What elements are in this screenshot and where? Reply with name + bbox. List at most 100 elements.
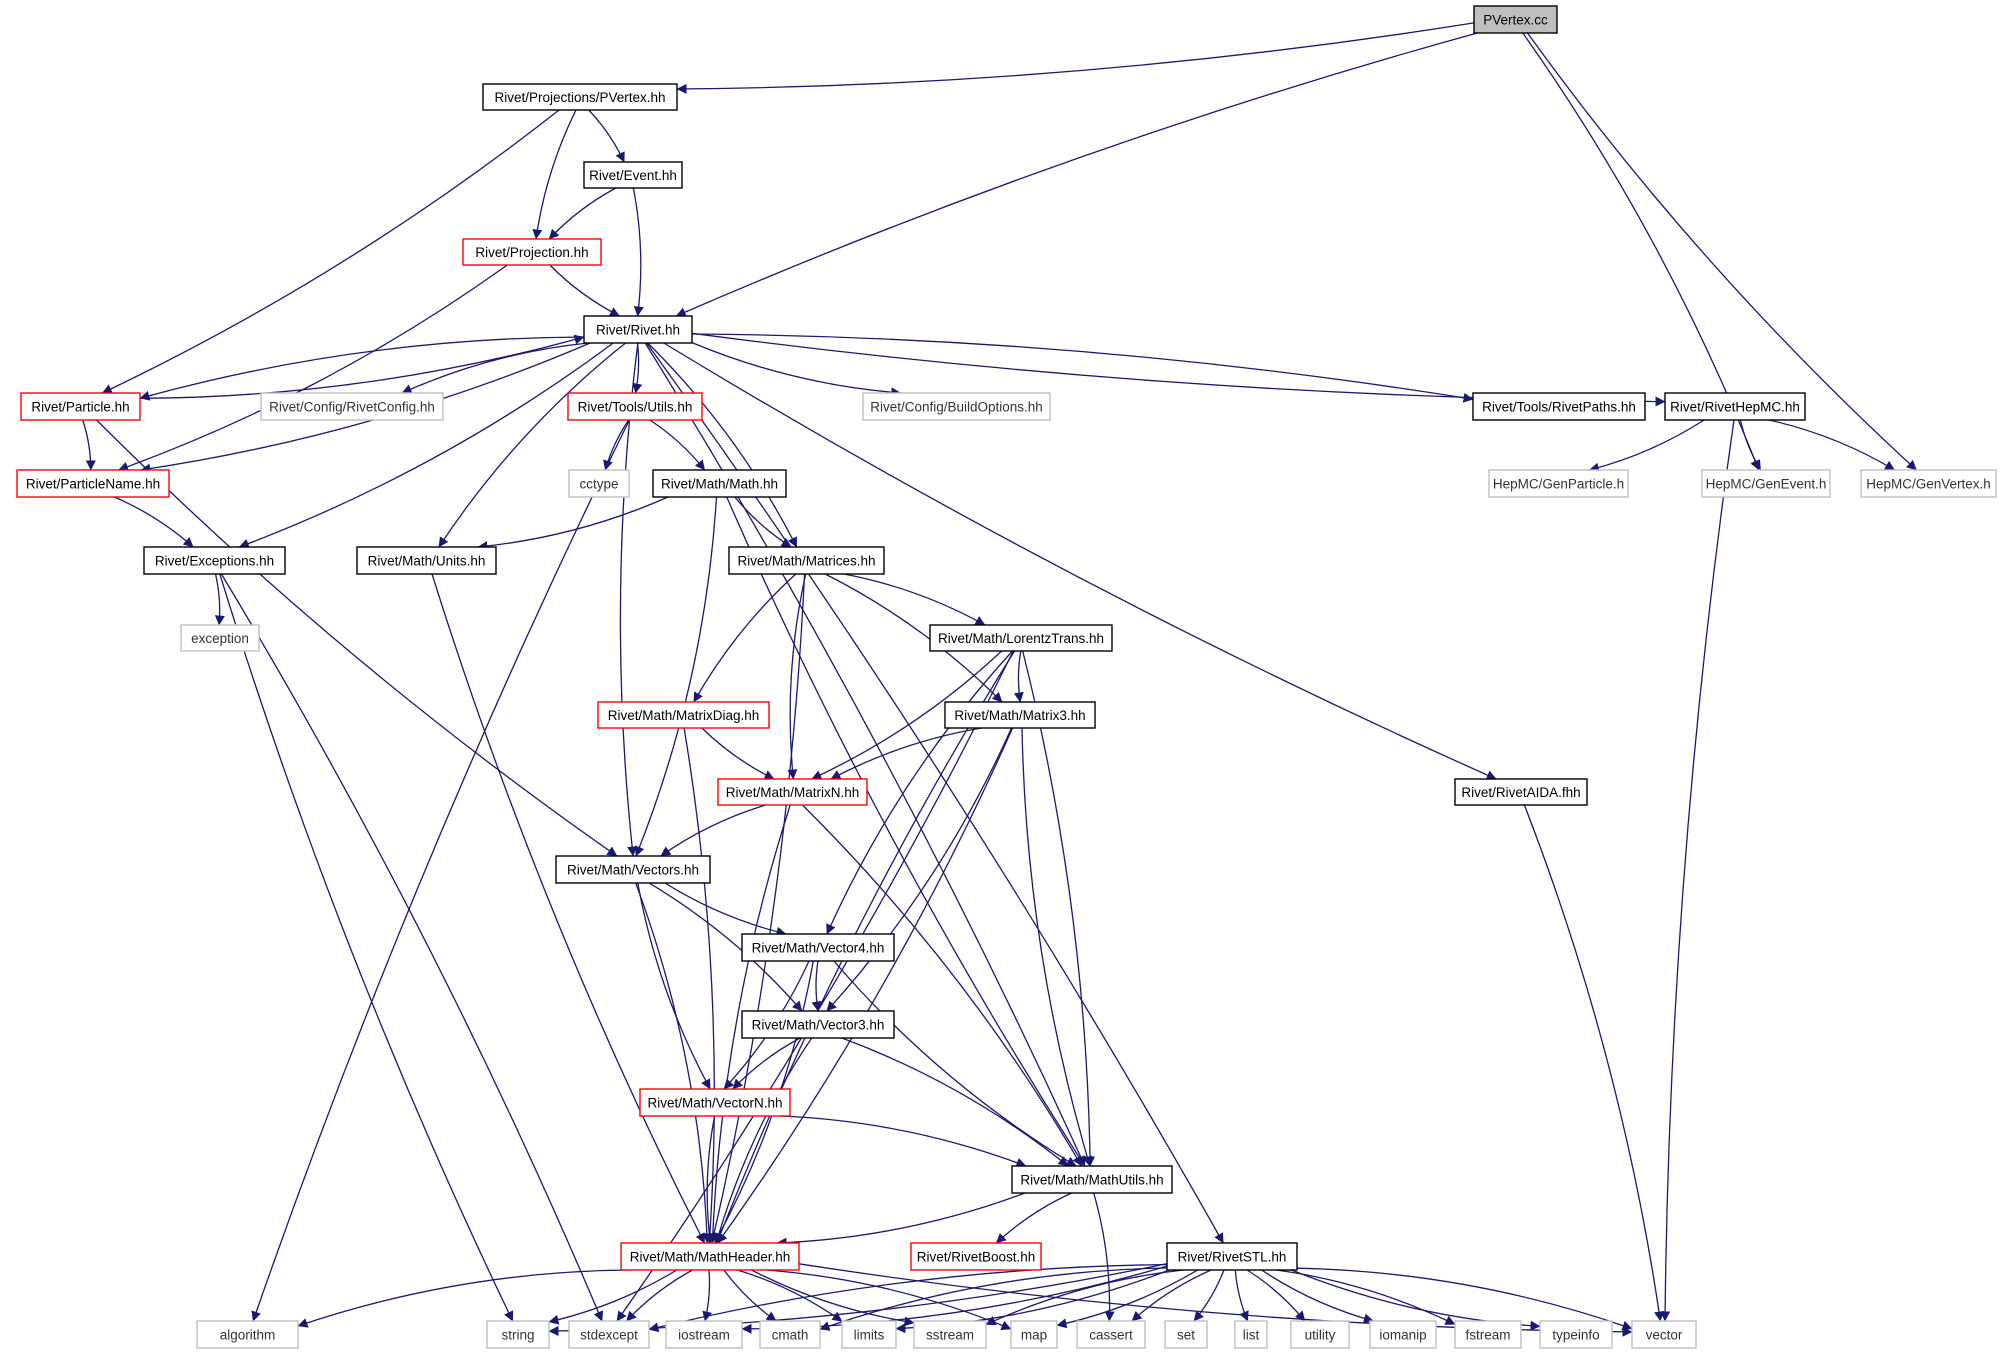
node-label: Rivet/Math/Vectors.hh — [567, 863, 699, 878]
node-mathmath[interactable]: Rivet/Math/Math.hh — [652, 469, 787, 498]
node-particle[interactable]: Rivet/Particle.hh — [20, 392, 141, 421]
edge-vectorn-to-mathheader — [704, 1115, 716, 1244]
edge-rivetstl-to-utility — [1246, 1269, 1306, 1322]
node-matrices[interactable]: Rivet/Math/Matrices.hh — [728, 546, 885, 575]
edge-rivethepmc-to-vector — [1660, 419, 1735, 1322]
node-box — [1166, 1242, 1298, 1271]
edge-rivetstl-to-list — [1234, 1269, 1249, 1322]
edge-rivetstl-to-stdexcept — [648, 1263, 1168, 1333]
edge-mathheader-to-iostream — [702, 1269, 713, 1322]
node-event[interactable]: Rivet/Event.hh — [583, 161, 683, 189]
node-matrix3[interactable]: Rivet/Math/Matrix3.hh — [944, 701, 1096, 729]
node-box — [1472, 392, 1646, 421]
node-sstream: sstream — [913, 1320, 987, 1349]
node-vector3[interactable]: Rivet/Math/Vector3.hh — [741, 1010, 895, 1039]
node-label: HepMC/GenEvent.h — [1706, 477, 1827, 492]
node-box — [1454, 778, 1588, 806]
edge-lorentztrans-to-matrix3 — [1013, 650, 1024, 703]
node-box — [583, 161, 683, 189]
node-label: iostream — [678, 1328, 730, 1343]
edge-matrix3-to-vector3 — [826, 727, 1013, 1012]
node-rivet[interactable]: Rivet/Rivet.hh — [583, 315, 693, 344]
node-utils[interactable]: Rivet/Tools/Utils.hh — [567, 392, 703, 421]
node-lorentztrans[interactable]: Rivet/Math/LorentzTrans.hh — [929, 624, 1113, 652]
node-exceptions[interactable]: Rivet/Exceptions.hh — [143, 546, 286, 575]
node-box — [568, 1320, 650, 1349]
node-rivetstl[interactable]: Rivet/RivetSTL.hh — [1166, 1242, 1298, 1271]
node-vector4[interactable]: Rivet/Math/Vector4.hh — [741, 933, 895, 962]
node-particlename[interactable]: Rivet/ParticleName.hh — [16, 469, 170, 498]
node-label: typeinfo — [1552, 1328, 1599, 1343]
edge-rivetaida-to-vector — [1523, 804, 1664, 1322]
node-label: Rivet/RivetHepMC.hh — [1670, 400, 1800, 415]
node-label: Rivet/Exceptions.hh — [155, 554, 274, 569]
node-box — [486, 1320, 550, 1349]
node-projection[interactable]: Rivet/Projection.hh — [462, 238, 602, 266]
node-rivethepmc[interactable]: Rivet/RivetHepMC.hh — [1664, 392, 1806, 421]
node-label: map — [1021, 1328, 1047, 1343]
node-mathutils[interactable]: Rivet/Math/MathUtils.hh — [1011, 1165, 1173, 1194]
edge-rivethepmc-to-genparticle — [1588, 419, 1705, 473]
node-vectorn[interactable]: Rivet/Math/VectorN.hh — [639, 1088, 791, 1117]
node-box — [143, 546, 286, 575]
node-box — [1701, 469, 1831, 498]
edge-matrix3-to-mathutils — [1021, 727, 1092, 1167]
node-box — [1290, 1320, 1350, 1349]
node-box — [482, 83, 678, 111]
edge-matrix3-to-matrixn — [830, 727, 982, 780]
edge-exceptions-to-stdexcept — [220, 573, 604, 1322]
node-string: string — [486, 1320, 550, 1349]
node-exception: exception — [180, 624, 260, 652]
edge-rivet-to-rivetaida — [663, 342, 1497, 780]
edge-mathmath-to-vectors — [634, 496, 718, 857]
edge-vectors-to-vector3 — [648, 882, 803, 1012]
node-label: Rivet/Math/LorentzTrans.hh — [938, 631, 1104, 646]
edge-utils-to-algorithm — [251, 419, 630, 1322]
node-box — [1076, 1320, 1146, 1349]
edge-vectors-to-vector4 — [664, 882, 787, 937]
node-vectors[interactable]: Rivet/Math/Vectors.hh — [555, 855, 711, 884]
edge-rivet-to-buildoptions — [691, 342, 902, 398]
node-label: Rivet/Math/Matrix3.hh — [954, 708, 1085, 723]
node-box — [260, 392, 444, 421]
node-algorithm: algorithm — [196, 1320, 299, 1349]
edge-mathutils-to-mathheader — [776, 1192, 1026, 1248]
node-label: sstream — [926, 1328, 974, 1343]
node-rivetpaths[interactable]: Rivet/Tools/RivetPaths.hh — [1472, 392, 1646, 421]
node-label: PVertex.cc — [1483, 13, 1548, 28]
node-box — [759, 1320, 821, 1349]
node-label: limits — [854, 1328, 885, 1343]
node-proj-pvertex[interactable]: Rivet/Projections/PVertex.hh — [482, 83, 678, 111]
edge-mathutils-to-cassert — [1093, 1192, 1115, 1322]
node-label: Rivet/ParticleName.hh — [26, 477, 160, 492]
node-box — [1454, 1320, 1522, 1349]
node-matrixn[interactable]: Rivet/Math/MatrixN.hh — [717, 778, 868, 806]
edge-matrices-to-lorentztrans — [843, 573, 986, 626]
node-rivetboost[interactable]: Rivet/RivetBoost.hh — [910, 1242, 1042, 1271]
node-label: Rivet/Math/VectorN.hh — [647, 1096, 782, 1111]
node-box — [717, 778, 868, 806]
node-matrixdiag[interactable]: Rivet/Math/MatrixDiag.hh — [597, 701, 770, 729]
node-map: map — [1010, 1320, 1058, 1349]
node-label: algorithm — [220, 1328, 276, 1343]
edge-rivetstl-to-sstream — [985, 1269, 1184, 1326]
node-pvertex-cc[interactable]: PVertex.cc — [1473, 5, 1558, 34]
node-genevent: HepMC/GenEvent.h — [1701, 469, 1831, 498]
node-label: Rivet/Projection.hh — [475, 245, 588, 260]
node-typeinfo: typeinfo — [1539, 1320, 1613, 1349]
node-rivetaida[interactable]: Rivet/RivetAIDA.fhh — [1454, 778, 1588, 806]
edge-mathutils-to-rivetboost — [995, 1192, 1072, 1244]
node-mathheader[interactable]: Rivet/Math/MathHeader.hh — [620, 1242, 800, 1271]
node-box — [620, 1242, 800, 1271]
edge-matrices-to-matrix3 — [824, 573, 1003, 703]
edge-proj_pvertex-to-projection — [532, 109, 577, 240]
node-box — [1234, 1320, 1268, 1349]
node-box — [1488, 469, 1629, 498]
node-label: set — [1177, 1328, 1195, 1343]
node-label: Rivet/Config/BuildOptions.hh — [870, 400, 1043, 415]
node-label: Rivet/Tools/RivetPaths.hh — [1482, 400, 1636, 415]
node-box — [841, 1320, 897, 1349]
node-units[interactable]: Rivet/Math/Units.hh — [356, 546, 497, 575]
edge-event-to-rivet — [632, 187, 644, 317]
